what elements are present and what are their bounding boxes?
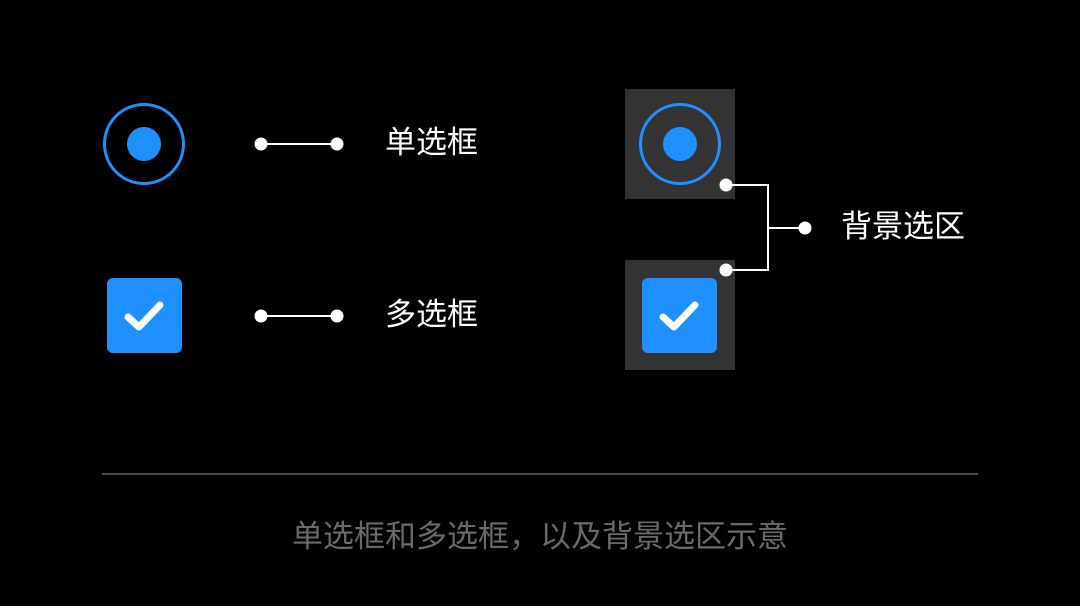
check-icon [124,301,164,331]
checkbox-connector-dot-end [330,309,344,323]
background-area-label: 背景选区 [841,209,965,245]
divider [102,473,978,475]
checkbox-highlighted[interactable] [642,278,717,353]
caption: 单选框和多选框，以及背景选区示意 [292,519,788,555]
radio-connector-dot-end [330,137,344,151]
background-area-connector-dot [798,221,812,235]
radio-dot [127,127,161,161]
check-icon [659,301,699,331]
checkbox-plain[interactable] [107,278,182,353]
radio-label: 单选框 [385,125,478,161]
checkbox-label: 多选框 [385,297,478,333]
checkbox-connector-dot-start [254,309,268,323]
radio-connector-dot-start [254,137,268,151]
bracket-dot-top [719,178,733,192]
radio-button-plain[interactable] [103,103,185,185]
radio-dot [663,127,697,161]
background-area-bracket [726,184,769,271]
radio-button-highlighted[interactable] [639,103,721,185]
bracket-dot-bottom [719,263,733,277]
